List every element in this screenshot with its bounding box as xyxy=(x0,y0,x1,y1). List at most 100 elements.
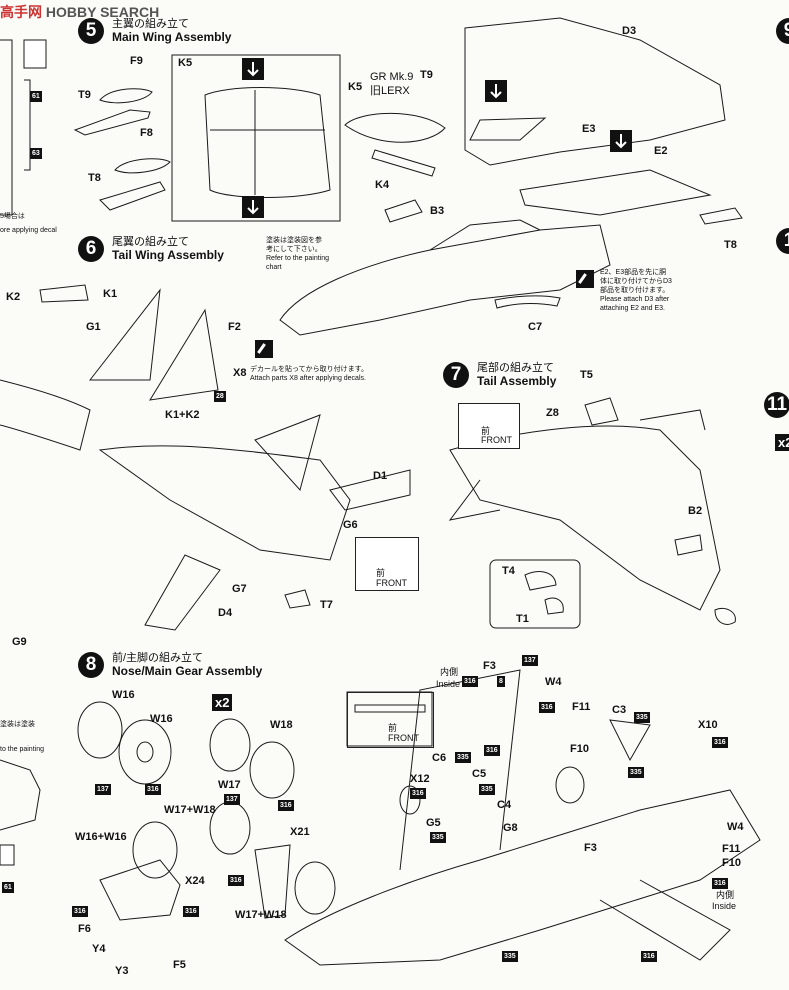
label-y4: Y4 xyxy=(92,943,106,955)
label-c6: C6 xyxy=(432,752,447,764)
code-335-e: 335 xyxy=(430,832,446,843)
code-316-d: 316 xyxy=(72,906,88,917)
label-w16b: W16 xyxy=(150,713,173,725)
part-e2 xyxy=(519,169,712,216)
label-w16w16: W16+W16 xyxy=(75,831,127,843)
step-5-title: 主翼の組み立て Main Wing Assembly xyxy=(112,18,231,44)
paint-brush-icon-x8 xyxy=(255,340,273,358)
label-x8: X8 xyxy=(233,367,247,379)
label-grmk9: GR Mk.9 xyxy=(370,71,414,83)
code-316-k: 316 xyxy=(712,878,728,889)
left-code-3: 61 xyxy=(2,882,14,893)
label-c5: C5 xyxy=(472,768,487,780)
code-335-d: 335 xyxy=(479,784,495,795)
left-code-1: 61 xyxy=(30,91,42,102)
part-d3 xyxy=(464,17,726,166)
code-316-j: 316 xyxy=(410,788,426,799)
step-7-title-en: Tail Assembly xyxy=(477,373,557,388)
part-f9 xyxy=(99,88,153,104)
front-box-step8-jp: 前 xyxy=(388,723,398,733)
code-316-g: 316 xyxy=(539,702,555,713)
label-t4: T4 xyxy=(502,565,515,577)
x8-note-jp: デカールを貼ってから取り付けます。 xyxy=(250,366,368,373)
paint-note-jp-1: 塗装は塗装図を参 xyxy=(266,237,322,244)
label-g8: G8 xyxy=(503,822,518,834)
paint-note-jp-2: 考にして下さい。 xyxy=(266,246,322,253)
paint-note-en-1: Refer to the painting xyxy=(266,255,330,262)
right-x2-badge: x2 xyxy=(775,434,789,451)
part-t7 xyxy=(284,589,311,609)
k5-inset-box xyxy=(171,54,341,222)
label-e2: E2 xyxy=(654,145,668,157)
wheel-w17 xyxy=(249,741,295,799)
label-f8: F8 xyxy=(140,127,153,139)
label-f2: F2 xyxy=(228,321,241,333)
label-t5: T5 xyxy=(580,369,593,381)
code-316-a: 316 xyxy=(145,784,161,795)
left-panel-outline xyxy=(0,39,13,216)
label-inside-en-2: Inside xyxy=(712,901,737,911)
e2e3-note-jp-2: 体に取り付けてからD3 xyxy=(600,278,672,285)
label-inside-jp-2: 内側 xyxy=(716,890,735,900)
label-inside-en-1: Inside xyxy=(436,679,461,689)
code-335-c: 335 xyxy=(455,752,471,763)
nose-cone xyxy=(714,607,736,625)
part-d1 xyxy=(329,469,411,511)
label-f5: F5 xyxy=(173,959,186,971)
part-t9a xyxy=(73,109,151,136)
code-316-e: 316 xyxy=(183,906,199,917)
strut-w17w18 xyxy=(254,844,291,919)
left-code-2: 63 xyxy=(30,148,42,159)
part-g1 xyxy=(88,288,161,381)
label-g5: G5 xyxy=(426,817,441,829)
code-316-c: 316 xyxy=(228,875,244,886)
k5-inset-drawing xyxy=(204,87,331,198)
part-b2 xyxy=(674,534,703,556)
label-k1k2: K1+K2 xyxy=(165,409,200,421)
code-137-a: 137 xyxy=(95,784,111,795)
step-8-title-jp: 前/主脚の組み立て xyxy=(112,652,204,664)
part-c7 xyxy=(494,295,561,309)
label-f3a: F3 xyxy=(483,660,496,672)
label-d4: D4 xyxy=(218,607,233,619)
label-g7: G7 xyxy=(232,583,247,595)
label-k2: K2 xyxy=(6,291,21,303)
label-f10a: F10 xyxy=(570,743,589,755)
code-316-f: 316 xyxy=(462,676,478,687)
step-8-title: 前/主脚の組み立て Nose/Main Gear Assembly xyxy=(112,652,262,678)
label-k4: K4 xyxy=(375,179,390,191)
x2-badge-step8: x2 xyxy=(212,694,233,711)
code-28: 28 xyxy=(214,391,226,402)
wheel-w16b xyxy=(118,719,172,785)
code-137-b: 137 xyxy=(224,794,240,805)
code-137-c: 137 xyxy=(522,655,538,666)
part-k2k1 xyxy=(39,284,89,303)
step-6-title: 尾翼の組み立て Tail Wing Assembly xyxy=(112,236,224,262)
label-z8: Z8 xyxy=(546,407,559,419)
label-f3b: F3 xyxy=(584,842,597,854)
wheel-x21 xyxy=(294,861,336,915)
paint-note-en-2: chart xyxy=(266,264,282,271)
code-316-l: 316 xyxy=(641,951,657,962)
fuselage-step6 xyxy=(98,445,351,561)
label-g1: G1 xyxy=(86,321,101,333)
part-d4 xyxy=(144,554,221,631)
right-step-a: 9 xyxy=(776,18,789,44)
wheel-w18 xyxy=(209,718,251,772)
label-w4a: W4 xyxy=(545,676,562,688)
e2e3-note-en-1: Please attach D3 after xyxy=(600,296,670,303)
left-note-3: 塗装は塗装 xyxy=(0,721,35,728)
t4t1-inset-box xyxy=(489,559,581,629)
label-t7: T7 xyxy=(320,599,333,611)
e2e3-note-en-2: attaching E2 and E3. xyxy=(600,305,665,312)
label-x24: X24 xyxy=(185,875,205,887)
label-f11b: F11 xyxy=(722,843,741,855)
label-f9: F9 xyxy=(130,55,143,67)
step-6-title-en: Tail Wing Assembly xyxy=(112,247,224,262)
label-f10b: F10 xyxy=(722,857,741,869)
label-c4: C4 xyxy=(497,799,512,811)
e2e3-note-jp-3: 部品を取り付けます。 xyxy=(600,287,670,294)
part-f8 xyxy=(114,158,171,174)
label-k5-inset: K5 xyxy=(178,57,193,69)
step-7-title: 尾部の組み立て Tail Assembly xyxy=(477,362,556,388)
